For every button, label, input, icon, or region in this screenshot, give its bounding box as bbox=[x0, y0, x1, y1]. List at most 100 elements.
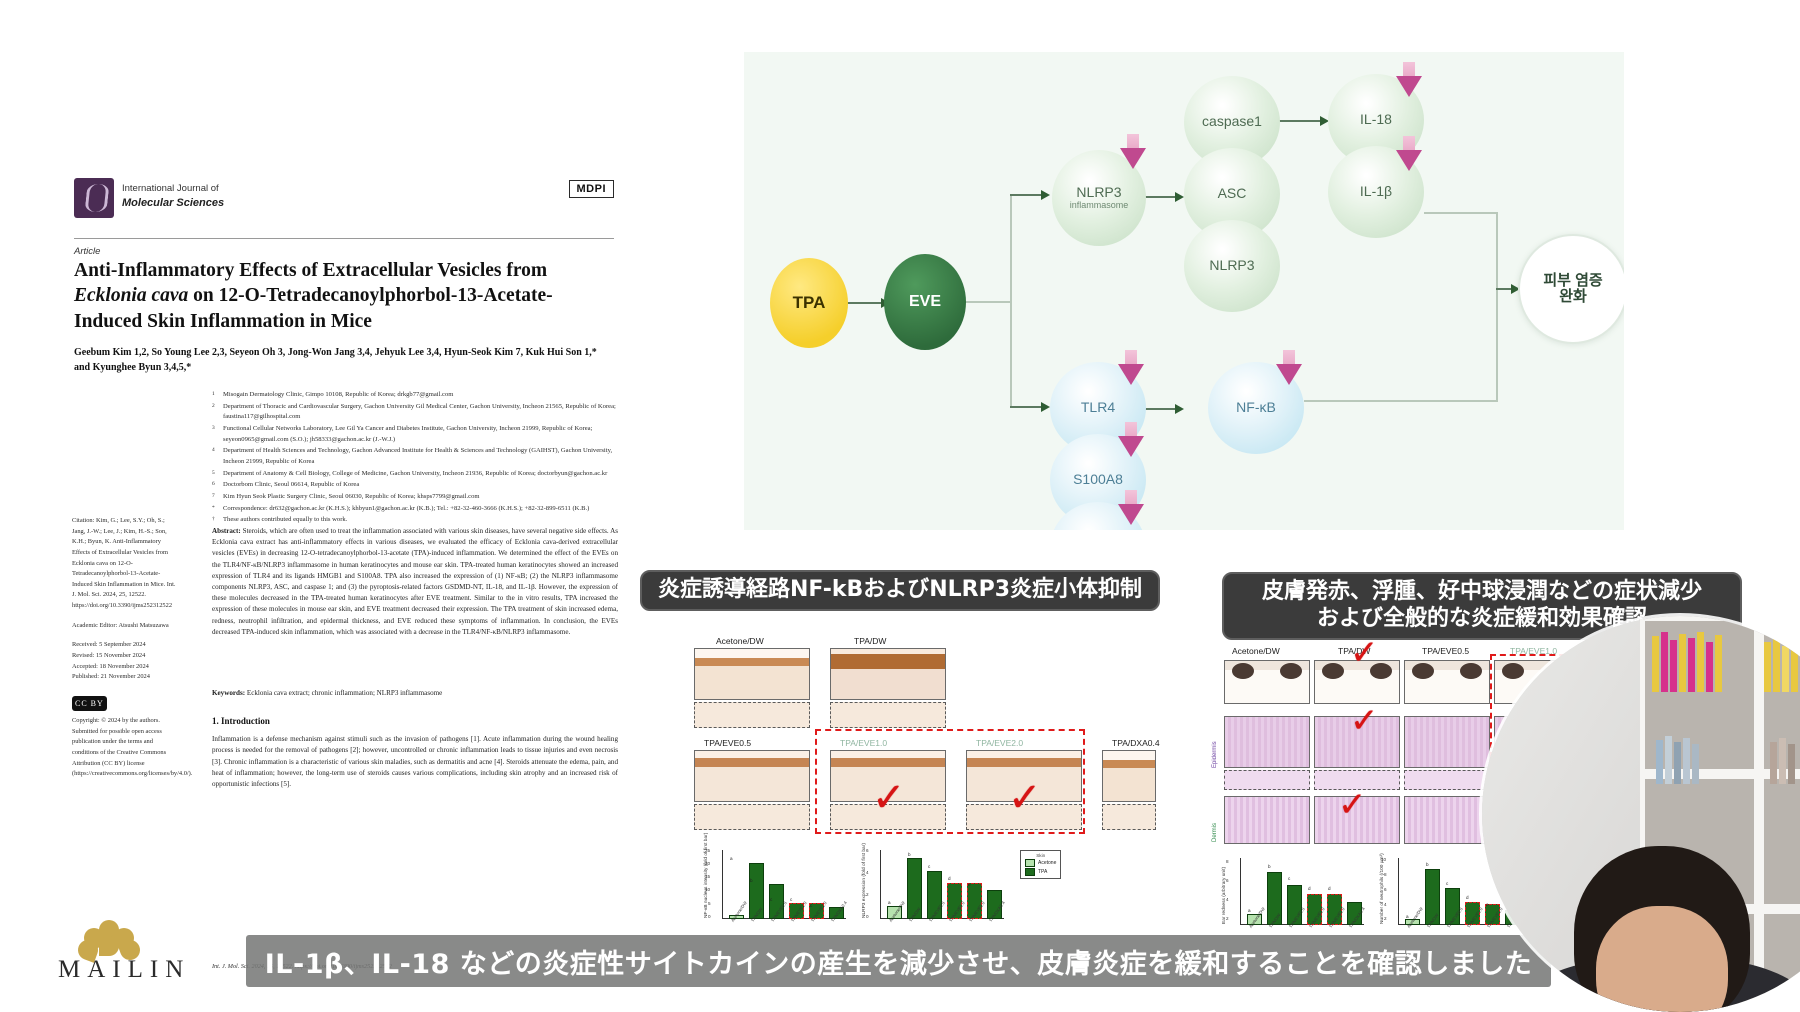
affiliation-number: 4 bbox=[212, 447, 215, 454]
paper-title-line3: Induced Skin Inflammation in Mice bbox=[74, 310, 372, 332]
histology-image[interactable] bbox=[830, 648, 946, 700]
dermis-histology[interactable] bbox=[1404, 796, 1490, 844]
row-label-dermis: Dermis bbox=[1212, 823, 1218, 842]
accepted-date: Accepted: 18 November 2024 bbox=[72, 662, 149, 670]
y-tick: 4 bbox=[866, 870, 869, 875]
affiliation-row: 2 Department of Thoracic and Cardiovascul… bbox=[212, 402, 618, 423]
paper-page: International Journal of Molecular Scien… bbox=[64, 168, 624, 980]
figure-caption-left: 炎症誘導経路NF-kBおよびNLRP3炎症小体抑制 bbox=[640, 570, 1160, 611]
chart-bar bbox=[829, 907, 844, 919]
paper-dates: Received: 5 September 2024 Revised: 15 N… bbox=[72, 640, 176, 683]
epidermis-histology[interactable] bbox=[1314, 716, 1400, 768]
presenter-face bbox=[1596, 906, 1728, 1012]
diagram-node-nlrp3[interactable]: NLRP3 bbox=[1184, 220, 1280, 312]
connector-cytokines-to-outcome bbox=[1424, 212, 1498, 214]
histology-zoom-box bbox=[694, 804, 810, 830]
epidermis-zoom-box bbox=[1224, 770, 1310, 790]
histology-image[interactable] bbox=[694, 648, 810, 700]
epidermis-histology[interactable] bbox=[1404, 716, 1490, 768]
y-tick: 6 bbox=[1226, 878, 1229, 883]
mouse-ear-photo[interactable] bbox=[1314, 660, 1400, 704]
diagram-node-nlrp3-inflammasome-label: NLRP3 bbox=[1076, 183, 1122, 200]
affiliation-number: 3 bbox=[212, 425, 215, 432]
y-axis bbox=[1398, 858, 1399, 924]
y-tick: 6 bbox=[1384, 887, 1387, 892]
dermis-histology[interactable] bbox=[1314, 796, 1400, 844]
diagram-node-nlrp3-label: NLRP3 bbox=[1209, 257, 1255, 274]
y-tick: 2 bbox=[1384, 916, 1387, 921]
header-divider bbox=[74, 238, 614, 239]
histology-image[interactable] bbox=[694, 750, 810, 802]
panel-label-tpa-dw: TPA/DW bbox=[1338, 646, 1371, 656]
diagram-node-outcome[interactable]: 피부 염증 완화 bbox=[1518, 234, 1624, 344]
histology-image[interactable] bbox=[966, 750, 1082, 802]
diagram-node-outcome-text: 피부 염증 완화 bbox=[1543, 272, 1602, 306]
chart-bar bbox=[1247, 913, 1262, 925]
legend-title: Skin bbox=[1036, 853, 1046, 858]
lotus-icon bbox=[75, 920, 143, 963]
legend-item: Acetone bbox=[1025, 859, 1056, 867]
panel-label-tpa-eve10: TPA/EVE1.0 bbox=[840, 738, 888, 748]
y-tick: 10 bbox=[1381, 857, 1387, 862]
significance-marker: c bbox=[928, 864, 931, 869]
chart-bar bbox=[907, 858, 922, 919]
shelf-cell bbox=[1759, 774, 1800, 910]
down-arrow-icon bbox=[1118, 490, 1144, 526]
diagram-node-tpa[interactable]: TPA bbox=[770, 258, 848, 348]
affiliation-text: Department of Anatomy & Cell Biology, Co… bbox=[223, 469, 608, 477]
y-tick: 8 bbox=[1226, 859, 1229, 864]
epidermis-histology[interactable] bbox=[1224, 716, 1310, 768]
chart-bar bbox=[1445, 888, 1460, 925]
abstract-label: Abstract: bbox=[212, 527, 241, 535]
significance-marker: a bbox=[1406, 914, 1409, 919]
row-label-epidermis: Epidermis bbox=[1212, 741, 1218, 768]
presenter-webcam[interactable]: MAILIN bbox=[1482, 616, 1800, 1012]
y-tick: 0 bbox=[866, 914, 869, 919]
paper-authors: Geebum Kim 1,2, So Young Lee 2,3, Seyeon… bbox=[74, 347, 597, 373]
histology-image[interactable] bbox=[830, 750, 946, 802]
affiliation-number: 2 bbox=[212, 402, 215, 409]
paper-title-line1: Anti-Inflammatory Effects of Extracellul… bbox=[74, 260, 548, 281]
chart-bar bbox=[1287, 884, 1302, 925]
check-mark-icon: ✓ bbox=[1350, 701, 1379, 741]
subtitle-bar: IL-1β、IL-18 などの炎症性サイトカインの産生を減少させ、皮膚炎症を緩和… bbox=[246, 935, 1551, 987]
connector-eve-vertical bbox=[1010, 195, 1012, 407]
significance-marker: d bbox=[948, 876, 951, 881]
books-row bbox=[1770, 736, 1796, 784]
panel-label-tpa-eve05: TPA/EVE0.5 bbox=[1422, 646, 1470, 656]
y-tick: 6 bbox=[866, 848, 869, 853]
check-mark-icon: ✓ bbox=[1008, 775, 1042, 821]
y-tick: 4 bbox=[1384, 902, 1387, 907]
histology-image[interactable] bbox=[1102, 750, 1156, 802]
diagram-node-il1b-label: IL-1β bbox=[1359, 183, 1393, 200]
journal-logo-icon bbox=[74, 178, 114, 218]
significance-marker: a bbox=[730, 856, 733, 861]
histology-zoom-box bbox=[830, 804, 946, 830]
mouse-ear-photo[interactable] bbox=[1404, 660, 1490, 704]
dermis-histology[interactable] bbox=[1224, 796, 1310, 844]
paper-area: International Journal of Molecular Scien… bbox=[24, 0, 644, 1012]
keywords-text: Ecklonia cava extract; chronic inflammat… bbox=[245, 689, 443, 697]
affiliation-text: Correspondence: dr632@gachon.ac.kr (K.H.… bbox=[223, 504, 590, 512]
y-axis bbox=[1240, 858, 1241, 924]
mouse-ear-photo[interactable] bbox=[1224, 660, 1310, 704]
abstract-text: Steroids, which are often used to treat … bbox=[212, 527, 618, 636]
affiliation-text: Functional Cellular Networks Laboratory,… bbox=[223, 425, 593, 443]
affiliation-text: Department of Thoracic and Cardiovascula… bbox=[223, 402, 616, 421]
books-row bbox=[1656, 734, 1700, 784]
revised-date: Revised: 15 November 2024 bbox=[72, 651, 146, 659]
arrow-caspase1-to-cytokines bbox=[1279, 116, 1329, 126]
down-arrow-icon bbox=[1396, 136, 1422, 172]
x-axis bbox=[1398, 924, 1522, 925]
diagram-node-nlrp3-inflammasome[interactable]: NLRP3 inflammasome bbox=[1052, 150, 1146, 246]
check-mark-icon: ✓ bbox=[872, 775, 906, 821]
diagram-node-eve[interactable]: EVE bbox=[884, 254, 966, 350]
histology-zoom-box bbox=[966, 804, 1082, 830]
significance-marker: c bbox=[770, 897, 773, 902]
diagram-outcome-line2: 완화 bbox=[1559, 288, 1587, 305]
paper-title-species: Ecklonia cava bbox=[74, 285, 189, 307]
